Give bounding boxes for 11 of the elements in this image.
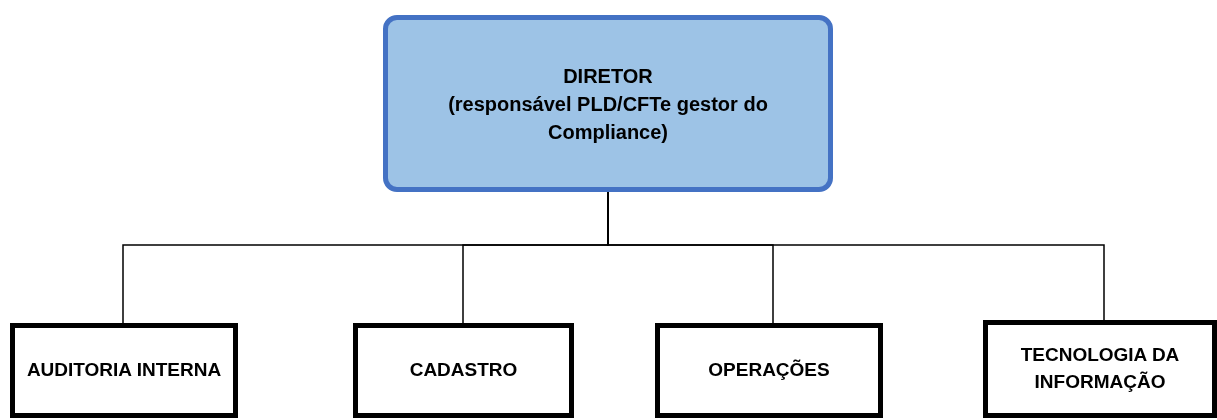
box-title: DIRETOR: [563, 63, 653, 89]
director-box: [383, 15, 833, 192]
department-box: [983, 320, 1217, 418]
box-title: CADASTRO: [409, 358, 518, 383]
department-box: [10, 323, 238, 418]
department-box: [353, 323, 574, 418]
box-title: AUDITORIA INTERNA: [26, 358, 222, 383]
box-title: OPERAÇÕES: [708, 358, 830, 383]
department-box: [655, 323, 883, 418]
box-subtitle: (responsável PLD/CFTe gestor do Compliance): [447, 91, 769, 145]
box-title: TECNOLOGIA DA INFORMAÇÃO: [1019, 343, 1181, 394]
